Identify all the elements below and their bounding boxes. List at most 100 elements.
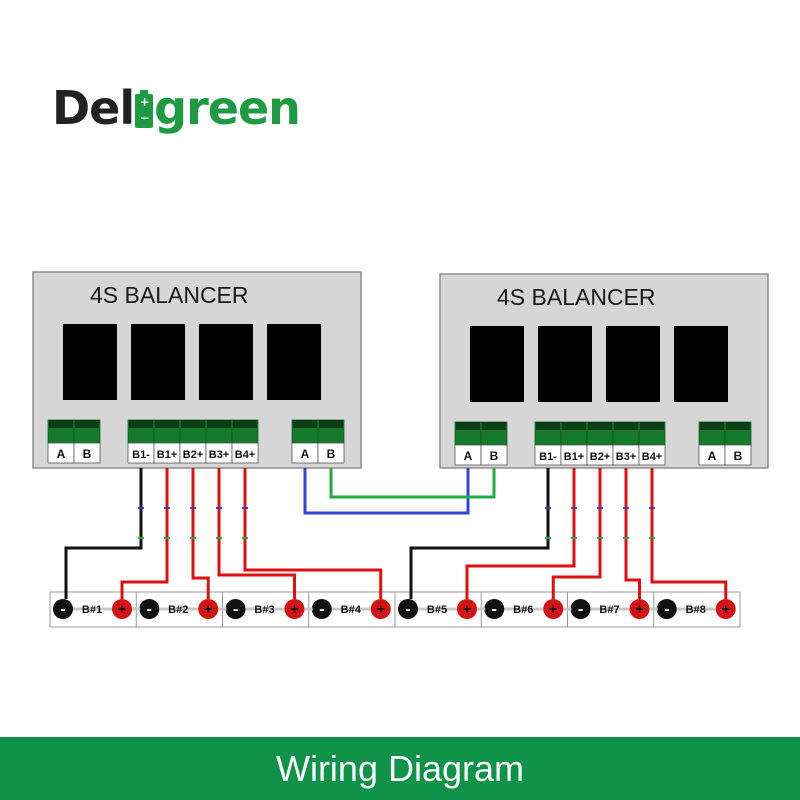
board-title: 4S BALANCER bbox=[497, 284, 656, 310]
connector-label: B4+ bbox=[642, 451, 663, 463]
positive-terminal-sign: + bbox=[635, 601, 644, 618]
link-wire-b bbox=[329, 468, 496, 499]
connector-pin-top bbox=[482, 422, 506, 430]
connector-label: B1- bbox=[539, 451, 557, 463]
negative-wire bbox=[409, 468, 550, 599]
board-title: 4S BALANCER bbox=[90, 282, 249, 308]
connector-pin-top bbox=[207, 420, 231, 428]
negative-terminal-sign: - bbox=[664, 601, 669, 618]
positive-terminal-icon bbox=[198, 599, 219, 619]
negative-terminal-sign: - bbox=[147, 601, 152, 618]
negative-terminal-icon bbox=[570, 599, 591, 619]
positive-terminal-sign: + bbox=[290, 601, 299, 618]
connector-cell bbox=[73, 442, 101, 464]
battery-label: B#2 bbox=[168, 604, 188, 616]
board-black-block bbox=[606, 326, 660, 402]
battery-label: B#4 bbox=[341, 604, 362, 616]
connector-pin-top bbox=[75, 420, 99, 428]
negative-terminal-icon bbox=[225, 599, 246, 619]
negative-terminal-sign: - bbox=[319, 601, 324, 618]
negative-terminal-icon bbox=[398, 599, 418, 619]
positive-wire bbox=[191, 468, 210, 599]
connector-pin-top bbox=[562, 422, 586, 430]
connector-label: B1- bbox=[132, 449, 150, 461]
footer-title: Wiring Diagram bbox=[275, 748, 525, 789]
connector-label: B2+ bbox=[590, 451, 611, 463]
connector-label: B3+ bbox=[616, 451, 637, 463]
link-wire-a bbox=[303, 468, 470, 515]
positive-terminal-icon bbox=[112, 599, 132, 619]
positive-terminal-icon bbox=[370, 599, 391, 619]
connector-pin-top bbox=[155, 420, 179, 428]
footer-banner: Wiring Diagram bbox=[0, 737, 800, 800]
connector-label: B bbox=[83, 447, 92, 461]
balancer-board: 4S BALANCER A B B1- B1+ B2+ B3+ B4+ A B bbox=[439, 273, 769, 469]
connector-cell bbox=[480, 444, 508, 466]
connector-cell bbox=[317, 442, 345, 464]
connector-label: A bbox=[57, 447, 66, 461]
connector-pin-top bbox=[181, 420, 205, 428]
connector-pin-top bbox=[456, 422, 480, 430]
connector-pin-top bbox=[640, 422, 664, 430]
connector-pin-top bbox=[49, 420, 73, 428]
connector-label: A bbox=[708, 449, 717, 463]
positive-terminal-icon bbox=[284, 599, 305, 619]
connector-cell bbox=[638, 444, 666, 466]
board-black-block bbox=[199, 324, 253, 400]
connector-label: B bbox=[734, 449, 743, 463]
battery-label: B#6 bbox=[513, 604, 533, 616]
negative-terminal-sign: - bbox=[492, 601, 497, 618]
connector-cell bbox=[231, 442, 259, 464]
negative-terminal-icon bbox=[53, 599, 73, 619]
connector-label: B3+ bbox=[209, 449, 230, 461]
positive-terminal-sign: + bbox=[549, 601, 558, 618]
battery-label: B#8 bbox=[686, 604, 706, 616]
connector-pin-top bbox=[129, 420, 153, 428]
battery-strip: -+B#1-+B#2-+B#3-+B#4-+B#5-+B#6-+B#7-+B#8 bbox=[49, 591, 741, 628]
connector-label: B bbox=[327, 447, 336, 461]
connector-label: B1+ bbox=[564, 451, 585, 463]
positive-terminal-icon bbox=[543, 599, 564, 619]
positive-wire bbox=[465, 468, 576, 599]
negative-terminal-icon bbox=[311, 599, 332, 619]
negative-terminal-icon bbox=[139, 599, 160, 619]
positive-wire bbox=[243, 468, 383, 599]
connector-pin-top bbox=[319, 420, 343, 428]
connector-cell bbox=[724, 444, 752, 466]
board-black-block bbox=[267, 324, 321, 400]
connector-label: B2+ bbox=[183, 449, 204, 461]
battery-icon: +− bbox=[135, 90, 154, 128]
battery-label: B#3 bbox=[254, 604, 274, 616]
positive-terminal-icon bbox=[457, 599, 477, 619]
positive-terminal-sign: + bbox=[118, 601, 127, 618]
negative-terminal-sign: - bbox=[60, 601, 65, 618]
logo-text-del: Del bbox=[52, 81, 135, 135]
positive-wire bbox=[120, 468, 169, 599]
connector-pin-top bbox=[536, 422, 560, 430]
positive-wire bbox=[650, 468, 728, 599]
connector-pin-top bbox=[726, 422, 750, 430]
positive-terminal-sign: + bbox=[463, 601, 472, 618]
board-black-block bbox=[131, 324, 185, 400]
negative-terminal-sign: - bbox=[405, 601, 410, 618]
positive-terminal-sign: + bbox=[721, 601, 730, 618]
battery-label: B#1 bbox=[82, 604, 102, 616]
connector-label: B bbox=[490, 449, 499, 463]
positive-wire bbox=[624, 468, 641, 599]
connector-pin-top bbox=[700, 422, 724, 430]
battery-label: B#7 bbox=[599, 604, 619, 616]
wires bbox=[64, 468, 728, 599]
negative-terminal-icon bbox=[656, 599, 677, 619]
battery-label: B#5 bbox=[427, 604, 447, 616]
connector-label: B4+ bbox=[235, 449, 256, 461]
positive-wire bbox=[551, 468, 602, 599]
connector-label: A bbox=[464, 449, 473, 463]
connector-pin-top bbox=[588, 422, 612, 430]
positive-wire bbox=[217, 468, 296, 599]
connector-pin-top bbox=[614, 422, 638, 430]
connector-pin-top bbox=[233, 420, 257, 428]
board-black-block bbox=[470, 326, 524, 402]
connector-label: B1+ bbox=[157, 449, 178, 461]
logo-text-green: green bbox=[154, 81, 301, 135]
